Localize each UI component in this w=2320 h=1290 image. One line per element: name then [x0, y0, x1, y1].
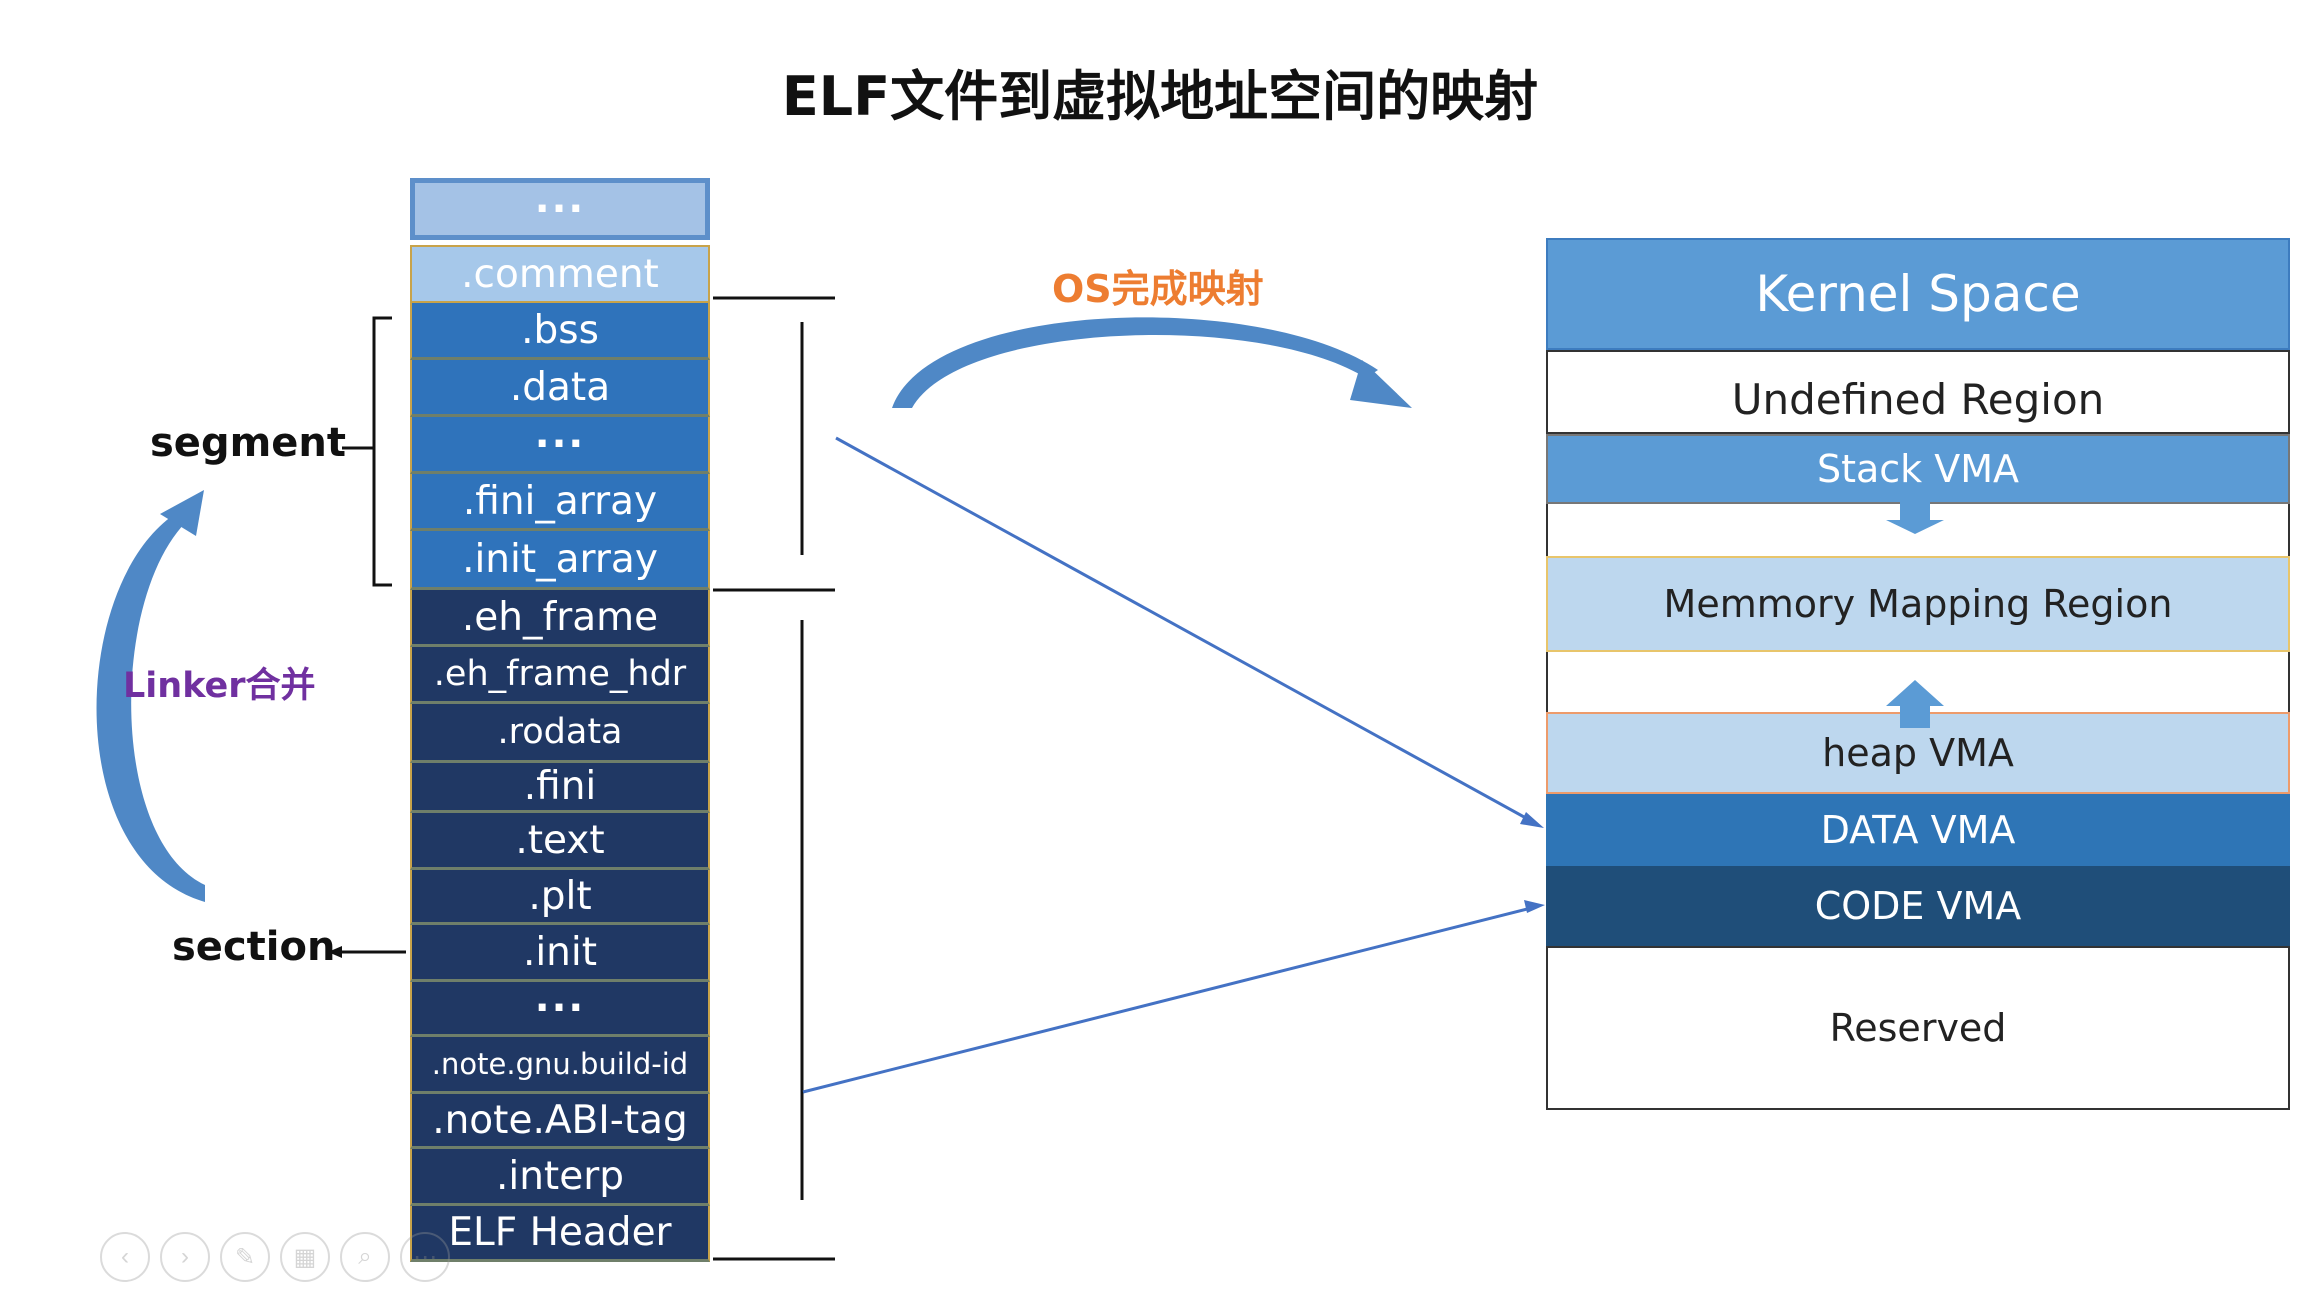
section-label: section [172, 924, 336, 970]
section-item: .interp [410, 1149, 710, 1206]
diagram-title: ELF文件到虚拟地址空间的映射 [781, 65, 1539, 128]
section-item: ··· [410, 417, 710, 474]
section-item: .bss [410, 303, 710, 360]
vm-region-undefined: Undefined Region [1546, 350, 2290, 434]
section-item: ··· [410, 178, 710, 240]
vm-region-stack: Stack VMA [1546, 434, 2290, 504]
section-item: .eh_frame [410, 590, 710, 647]
section-item: .text [410, 813, 710, 870]
slide-nav-controls: ‹ › ✎ ▦ ⌕ ⋯ [100, 1232, 460, 1282]
section-item: .note.gnu.build-id [410, 1037, 710, 1094]
section-item: .eh_frame_hdr [410, 647, 710, 704]
arrowhead-icon [1524, 900, 1545, 913]
segment-bracket [372, 316, 392, 587]
data-mapping-arrow [835, 436, 1536, 825]
section-arrowhead [328, 946, 342, 958]
grid-icon[interactable]: ▦ [280, 1232, 330, 1282]
pen-icon[interactable]: ✎ [220, 1232, 270, 1282]
vm-region-mmap: Memmory Mapping Region [1546, 556, 2290, 652]
section-item: .fini [410, 763, 710, 813]
heap-grow-up-icon [1886, 680, 1944, 728]
stack-grow-down-icon [1886, 500, 1944, 534]
section-item: .comment [410, 245, 710, 303]
linker-curved-arrow-icon [96, 512, 205, 902]
section-item: .rodata [410, 704, 710, 763]
vm-region-data: DATA VMA [1546, 794, 2290, 866]
arrowhead-icon [160, 490, 204, 536]
arrowhead-icon [1520, 812, 1544, 828]
arrowhead-icon [1350, 360, 1412, 408]
os-mapping-label: OS完成映射 [1052, 267, 1264, 311]
section-item: .fini_array [410, 474, 710, 531]
section-item: .plt [410, 870, 710, 925]
vm-region-kernel: Kernel Space [1546, 238, 2290, 350]
section-item: .note.ABI-tag [410, 1094, 710, 1149]
section-item: ELF Header [410, 1206, 710, 1262]
zoom-icon[interactable]: ⌕ [340, 1232, 390, 1282]
vm-region-reserved: Reserved [1546, 946, 2290, 1110]
section-item: .data [410, 360, 710, 417]
linker-merge-label: Linker合并 [123, 666, 316, 706]
section-item: .init_array [410, 531, 710, 590]
segment-label: segment [150, 420, 346, 466]
prev-icon[interactable]: ‹ [100, 1232, 150, 1282]
more-icon[interactable]: ⋯ [400, 1232, 450, 1282]
code-mapping-arrow [802, 905, 1536, 1094]
vm-region-code: CODE VMA [1546, 866, 2290, 946]
section-item: ··· [410, 982, 710, 1037]
section-item: .init [410, 925, 710, 982]
next-icon[interactable]: › [160, 1232, 210, 1282]
os-curved-arrow-icon [892, 317, 1378, 408]
